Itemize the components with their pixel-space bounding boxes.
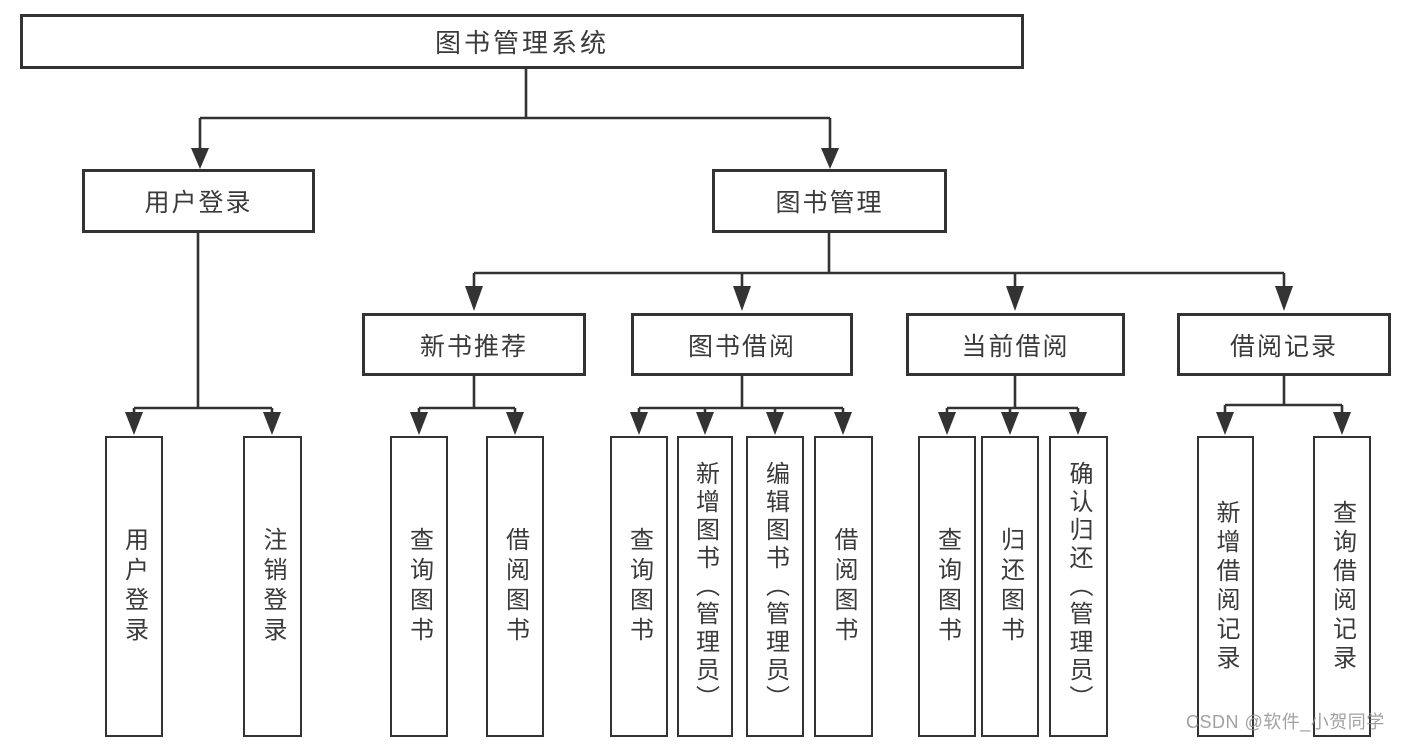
arrowhead — [1006, 286, 1024, 311]
arrowhead — [1333, 412, 1351, 435]
arrowhead — [191, 148, 209, 169]
connector-book-mgmt-split — [465, 233, 1293, 311]
arrowhead — [263, 412, 281, 435]
arrowhead — [1001, 412, 1019, 435]
connector-root-split — [191, 69, 839, 169]
leaf-add-borrow-record: 新增借阅记录 — [1197, 436, 1254, 737]
connector-line — [417, 376, 517, 414]
leaf-user-login: 用户登录 — [105, 436, 163, 737]
connector-line — [132, 233, 274, 414]
connector-user-login-split — [125, 233, 281, 435]
leaf-logout: 注销登录 — [243, 436, 302, 737]
arrowhead — [630, 412, 648, 435]
arrowhead — [1275, 286, 1293, 311]
node-book-borrowing: 图书借阅 — [631, 313, 853, 376]
connector-line — [1223, 376, 1344, 414]
arrowhead — [125, 412, 143, 435]
leaf-edit-books-admin: 编辑图书（管理员） — [746, 436, 804, 737]
connector-line — [637, 376, 845, 414]
node-user-login: 用户登录 — [82, 169, 315, 233]
leaf-borrow-books: 借阅图书 — [486, 436, 544, 737]
csdn-watermark: CSDN @软件_小贺同学 — [1186, 712, 1385, 732]
leaf-query-books: 查询图书 — [390, 436, 448, 737]
connector-book-borrow-split — [630, 376, 852, 435]
connector-line — [945, 376, 1080, 414]
leaf-query-books-3: 查询图书 — [918, 436, 976, 737]
leaf-add-books-admin: 新增图书（管理员） — [677, 436, 733, 737]
arrowhead — [506, 412, 524, 435]
arrowhead — [1216, 412, 1234, 435]
arrowhead — [410, 412, 428, 435]
node-library-system: 图书管理系统 — [20, 14, 1024, 69]
arrowhead — [834, 412, 852, 435]
connector-new-book-split — [410, 376, 524, 435]
arrowhead — [696, 412, 714, 435]
connector-line — [198, 69, 832, 150]
node-borrowing-records: 借阅记录 — [1177, 313, 1391, 376]
node-book-management: 图书管理 — [712, 169, 947, 233]
connector-line — [472, 233, 1286, 288]
arrowhead — [821, 148, 839, 169]
connector-current-borrow-split — [938, 376, 1087, 435]
leaf-query-borrow-record: 查询借阅记录 — [1313, 436, 1371, 737]
leaf-borrow-books-2: 借阅图书 — [814, 436, 873, 737]
leaf-query-books-2: 查询图书 — [610, 436, 668, 737]
arrowhead — [733, 286, 751, 311]
arrowhead — [766, 412, 784, 435]
leaf-confirm-return-admin: 确认归还（管理员） — [1049, 436, 1108, 737]
connector-borrow-record-split — [1216, 376, 1351, 435]
arrowhead — [938, 412, 956, 435]
node-current-borrowing: 当前借阅 — [906, 313, 1125, 376]
arrowhead — [465, 286, 483, 311]
arrowhead — [1069, 412, 1087, 435]
leaf-return-books: 归还图书 — [981, 436, 1039, 737]
node-new-book-recommend: 新书推荐 — [362, 313, 586, 376]
